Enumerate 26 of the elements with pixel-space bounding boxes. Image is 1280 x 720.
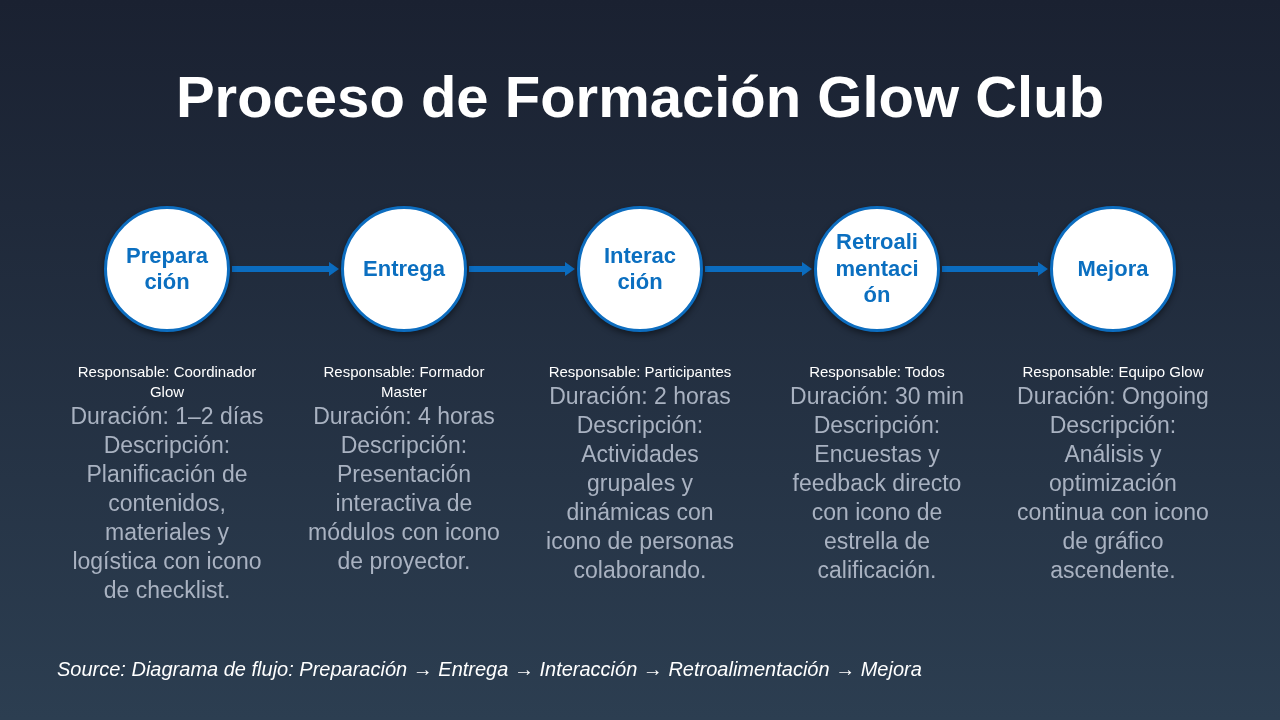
duration-text: Duración: 1–2 días (70, 402, 264, 431)
step-label: Preparación (125, 242, 209, 296)
source-caption: Source: Diagrama de flujo: Preparación → Entrega → Interacción → Retroalimentación → Mejora (57, 657, 922, 682)
description-text: Descripción: Análisis y optimización continua con icono de gráfico ascendente. (1016, 411, 1210, 585)
duration-text: Duración: 30 min (790, 382, 964, 411)
arrow (469, 262, 575, 276)
step-label: Entrega (362, 255, 446, 283)
responsible-text: Responsable: Todos (809, 362, 945, 382)
description-text: Descripción: Planificación de contenidos, materiales y logística con icono de checklist. (71, 431, 263, 605)
arrow (705, 262, 812, 276)
responsible-text: Responsable: Formador Master (322, 362, 486, 402)
arrow (942, 262, 1048, 276)
duration-text: Duración: Ongoing (1017, 382, 1209, 411)
responsible-text: Responsable: Coordinador Glow (76, 362, 258, 402)
duration-text: Duración: 4 horas (313, 402, 495, 431)
responsible-text: Responsable: Participantes (548, 362, 732, 382)
description-text: Descripción: Actividades grupales y dinámicas con icono de personas colaborando. (545, 411, 735, 585)
title: Proceso de Formación Glow Club (175, 64, 1105, 130)
description-text: Descripción: Presentación interactiva de módulos con icono de proyector. (307, 431, 501, 576)
responsible-text: Responsable: Equipo Glow (1022, 362, 1204, 382)
duration-text: Duración: 2 horas (549, 382, 731, 411)
description-text: Descripción: Encuestas y feedback directo con icono de estrella de calificación. (791, 411, 963, 585)
step-label: Mejora (1076, 255, 1150, 283)
arrow (232, 262, 339, 276)
step-label: Retroalimentación (835, 229, 919, 309)
step-label: Interacción (602, 242, 678, 296)
